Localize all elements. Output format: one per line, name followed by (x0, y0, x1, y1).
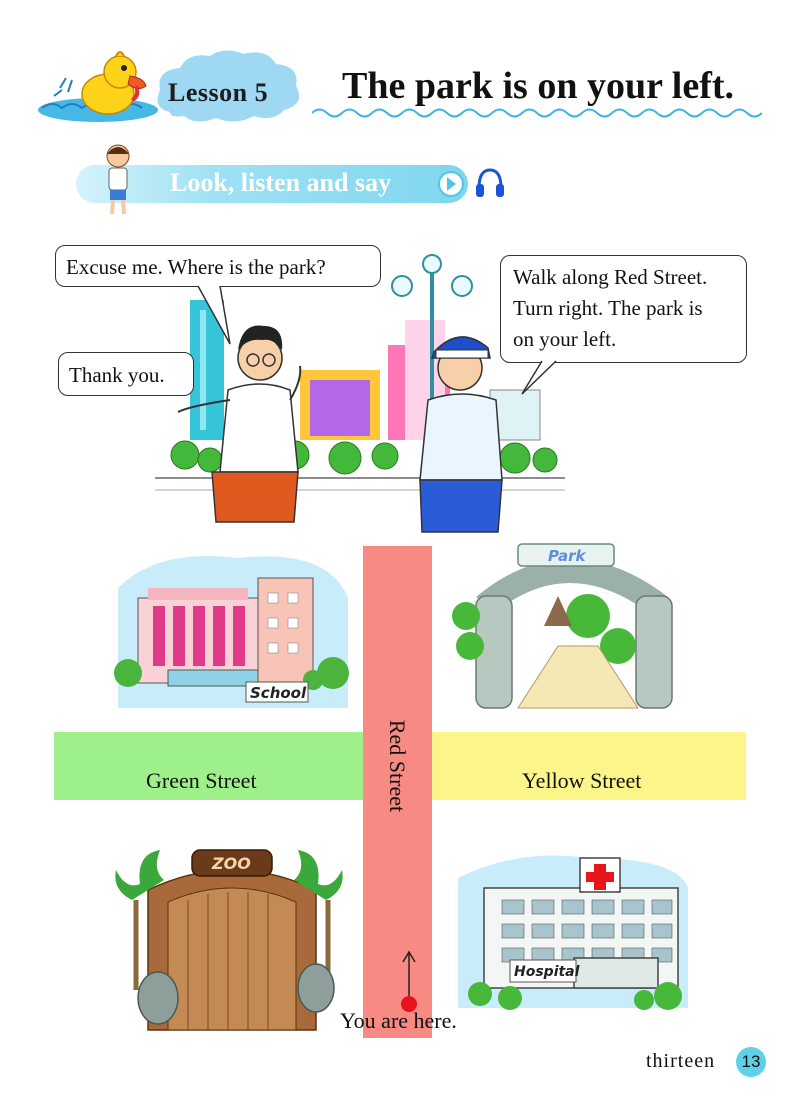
speech-bubble-thanks: Thank you. (58, 352, 194, 396)
green-street (54, 732, 364, 800)
you-are-here-marker (401, 996, 417, 1012)
speech-bubble-directions: Walk along Red Street. Turn right. The p… (500, 255, 747, 363)
lesson-label: Lesson 5 (168, 78, 269, 107)
red-street-label-text: Red Street (385, 719, 410, 813)
school-sign: School (250, 684, 307, 702)
yellow-street (432, 732, 746, 800)
direction-arrow-icon (402, 950, 416, 996)
park-illustration: Park (452, 543, 673, 709)
directions-line-3: on your left. (513, 327, 617, 351)
red-street-label: Red Street (372, 713, 422, 823)
duck-mascot-icon (38, 51, 158, 122)
zoo-sign: ZOO (211, 854, 251, 873)
wave-divider (312, 108, 762, 118)
hospital-illustration: Hospital (458, 855, 688, 1010)
bubble-tail (197, 285, 231, 345)
bubble-tail (521, 360, 557, 395)
page-number-badge: 13 (736, 1047, 766, 1077)
school-illustration: School (114, 556, 349, 708)
green-street-label: Green Street (146, 768, 257, 793)
lesson-cloud-badge (157, 50, 300, 122)
play-icon[interactable] (437, 170, 465, 198)
directions-line-1: Walk along Red Street. (513, 265, 708, 289)
kid-with-headphones-icon (106, 144, 130, 215)
red-street (363, 546, 432, 1038)
street-scene-illustration (155, 254, 565, 533)
zoo-illustration: ZOO (115, 849, 343, 1031)
hospital-sign: Hospital (514, 964, 580, 980)
directions-line-2: Turn right. The park is (513, 296, 703, 320)
section-banner (76, 165, 468, 203)
page-title: The park is on your left. (342, 65, 735, 107)
page-number-word: thirteen (646, 1050, 716, 1072)
you-are-here-label: You are here. (340, 1008, 457, 1033)
yellow-street-label: Yellow Street (522, 768, 642, 793)
speech-bubble-question: Excuse me. Where is the park? (55, 245, 381, 287)
park-sign: Park (548, 547, 587, 565)
section-banner-label: Look, listen and say (170, 168, 392, 197)
headphones-icon[interactable] (474, 166, 506, 200)
